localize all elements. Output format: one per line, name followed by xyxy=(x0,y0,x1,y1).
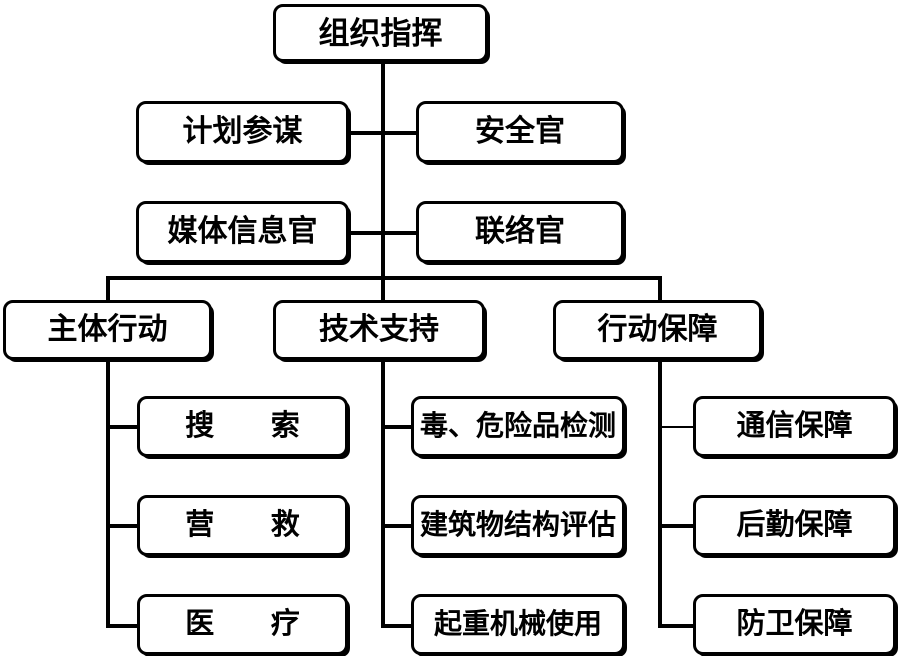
node-branch-main-action[interactable]: 主体行动 xyxy=(3,300,212,360)
node-label: 毒、危险品检测 xyxy=(419,410,616,442)
connector-drop-branch-2 xyxy=(381,276,385,302)
node-label: 组织指挥 xyxy=(318,15,443,51)
node-label: 主体行动 xyxy=(47,313,168,346)
connector-stub-2-2 xyxy=(381,524,412,528)
node-label: 媒体信息官 xyxy=(167,215,318,248)
node-label: 通信保障 xyxy=(736,410,853,442)
node-branch-technical-support[interactable]: 技术支持 xyxy=(273,300,485,360)
node-leaf-communications-support[interactable]: 通信保障 xyxy=(693,396,896,457)
connector-spine-branch-1 xyxy=(106,358,110,628)
node-media-information-officer[interactable]: 媒体信息官 xyxy=(136,201,349,263)
node-label: 技术支持 xyxy=(319,313,439,346)
node-label: 营 救 xyxy=(185,509,325,541)
connector-drop-branch-1 xyxy=(106,276,110,302)
connector-stub-1-1 xyxy=(106,425,139,429)
node-leaf-medical[interactable]: 医 疗 xyxy=(137,594,348,655)
node-root-command[interactable]: 组织指挥 xyxy=(273,4,488,62)
node-label: 建筑物结构评估 xyxy=(419,509,616,541)
connector-stub-1-2 xyxy=(106,524,139,528)
connector-stub-2-1 xyxy=(381,425,412,429)
connector-stub-3-1 xyxy=(658,426,694,428)
node-leaf-logistics-support[interactable]: 后勤保障 xyxy=(693,495,896,556)
node-label: 联络官 xyxy=(475,215,565,248)
node-leaf-search[interactable]: 搜 索 xyxy=(137,396,348,457)
connector-spine-branch-2 xyxy=(381,358,385,628)
node-liaison-officer[interactable]: 联络官 xyxy=(416,201,624,263)
node-label: 安全官 xyxy=(475,115,565,148)
node-planning-staff[interactable]: 计划参谋 xyxy=(136,101,349,163)
node-leaf-defense-support[interactable]: 防卫保障 xyxy=(693,594,896,655)
connector-stub-3-3 xyxy=(658,624,694,628)
node-label: 计划参谋 xyxy=(182,115,303,148)
node-label: 起重机械使用 xyxy=(433,608,602,640)
node-label: 搜 索 xyxy=(185,410,325,442)
node-label: 后勤保障 xyxy=(736,509,853,541)
connector-root-spine xyxy=(381,60,385,278)
connector-stub-3-2 xyxy=(658,524,694,528)
connector-staff-row-1 xyxy=(348,131,418,135)
node-label: 防卫保障 xyxy=(736,608,853,640)
node-leaf-structural-assessment[interactable]: 建筑物结构评估 xyxy=(411,495,625,556)
connector-stub-2-3 xyxy=(381,624,412,628)
node-safety-officer[interactable]: 安全官 xyxy=(416,101,624,163)
node-label: 行动保障 xyxy=(597,313,718,346)
connector-staff-row-2 xyxy=(348,231,418,235)
node-label: 医 疗 xyxy=(185,608,325,640)
node-branch-operational-support[interactable]: 行动保障 xyxy=(553,300,762,360)
connector-spine-branch-3 xyxy=(658,358,662,628)
connector-stub-1-3 xyxy=(106,624,139,628)
connector-drop-branch-3 xyxy=(658,276,662,302)
node-leaf-hazmat-detection[interactable]: 毒、危险品检测 xyxy=(411,396,625,457)
node-leaf-rescue[interactable]: 营 救 xyxy=(137,495,348,556)
node-leaf-crane-operation[interactable]: 起重机械使用 xyxy=(411,594,625,655)
